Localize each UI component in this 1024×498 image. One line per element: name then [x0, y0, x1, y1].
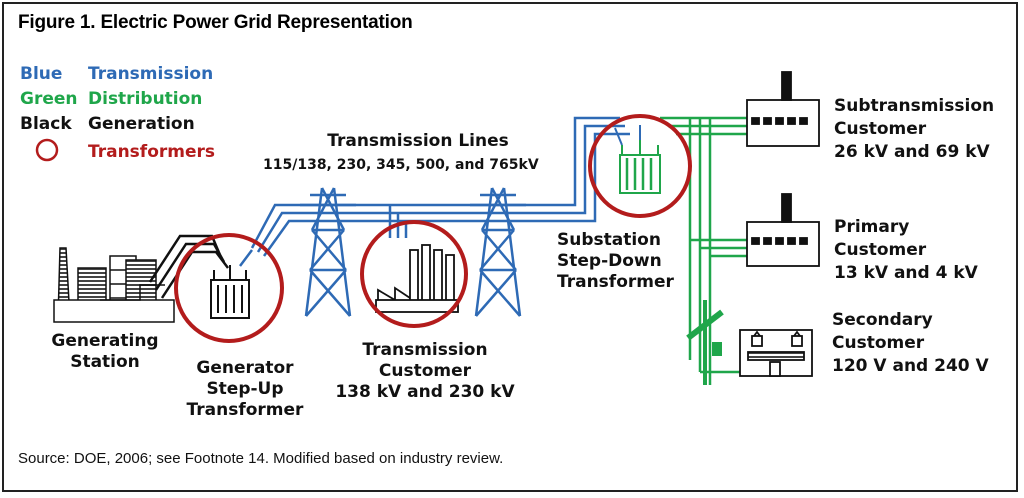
generator-transformer-icon [210, 249, 253, 319]
subtransmission-customer-line3: 26 kV and 69 kV [834, 142, 990, 162]
transmission-customer-line1: Transmission [362, 340, 488, 360]
transmission-customer-label: Transmission Customer 138 kV and 230 kV [330, 340, 520, 403]
subtransmission-customer-line1: Subtransmission [834, 96, 995, 116]
generator-transformer-circle [174, 233, 284, 343]
generator-transformer-line3: Transformer [186, 400, 304, 420]
source-note: Source: DOE, 2006; see Footnote 14. Modi… [18, 450, 504, 467]
substation-label: Substation Step-Down Transformer [557, 230, 674, 293]
primary-building-icon [746, 193, 820, 267]
legend-key-black: Black [20, 114, 72, 134]
generator-transformer-label: Generator Step-Up Transformer [170, 358, 320, 421]
legend-label-transmission: Transmission [88, 64, 214, 84]
secondary-house-icon [739, 329, 813, 377]
transmission-lines [250, 116, 630, 257]
substation-line2: Step-Down [557, 251, 662, 271]
figure-frame [2, 2, 1018, 492]
transmission-customer-line3: 138 kV and 230 kV [335, 382, 515, 402]
legend-label-generation: Generation [88, 114, 195, 134]
primary-customer-line3: 13 kV and 4 kV [834, 263, 978, 283]
transmission-tower-right [470, 187, 526, 317]
primary-customer-line1: Primary [834, 217, 910, 237]
generating-station-line1: Generating [51, 331, 159, 351]
generator-transformer-line2: Step-Up [206, 379, 284, 399]
legend-label-transformers: Transformers [88, 142, 216, 162]
legend-key-blue: Blue [20, 64, 63, 84]
transmission-customer-factory-icon [375, 244, 459, 313]
generating-station-line2: Station [70, 352, 140, 372]
transmission-lines-voltages: 115/138, 230, 345, 500, and 765kV [263, 157, 539, 173]
transmission-customer-line2: Customer [378, 361, 472, 381]
substation-transformer-icon [614, 125, 661, 194]
legend-row-generation: Black Generation [20, 112, 195, 137]
substation-transformer-circle [588, 114, 692, 218]
legend-row-transmission: Blue Transmission [20, 62, 213, 87]
transformer-circle-icon [35, 138, 59, 162]
substation-line3: Transformer [557, 272, 674, 292]
generating-station [53, 247, 175, 323]
distribution-lines [660, 116, 748, 385]
legend-row-distribution: Green Distribution [20, 87, 202, 112]
legend-row-transformers: Transformers [20, 137, 215, 165]
secondary-customer-label: Secondary Customer 120 V and 240 V [832, 309, 989, 378]
figure-title: Figure 1. Electric Power Grid Representa… [18, 12, 413, 33]
secondary-customer-line1: Secondary [832, 310, 933, 330]
transmission-lines-title: Transmission Lines [327, 131, 509, 151]
substation-line1: Substation [557, 230, 661, 250]
primary-customer-line2: Customer [834, 240, 927, 260]
legend-key-circle [20, 137, 88, 165]
legend-label-distribution: Distribution [88, 89, 203, 109]
distribution-pole [686, 300, 724, 385]
subtransmission-building-icon [746, 71, 820, 147]
subtransmission-customer-line2: Customer [834, 119, 927, 139]
generating-station-label: Generating Station [40, 331, 170, 373]
generator-transformer-line1: Generator [196, 358, 294, 378]
primary-customer-label: Primary Customer 13 kV and 4 kV [834, 216, 978, 285]
legend-key-green: Green [20, 89, 78, 109]
secondary-customer-line2: Customer [832, 333, 925, 353]
subtransmission-customer-label: Subtransmission Customer 26 kV and 69 kV [834, 95, 994, 164]
secondary-customer-line3: 120 V and 240 V [832, 356, 989, 376]
transmission-customer-circle [360, 220, 468, 328]
transmission-tower-left [300, 187, 356, 317]
